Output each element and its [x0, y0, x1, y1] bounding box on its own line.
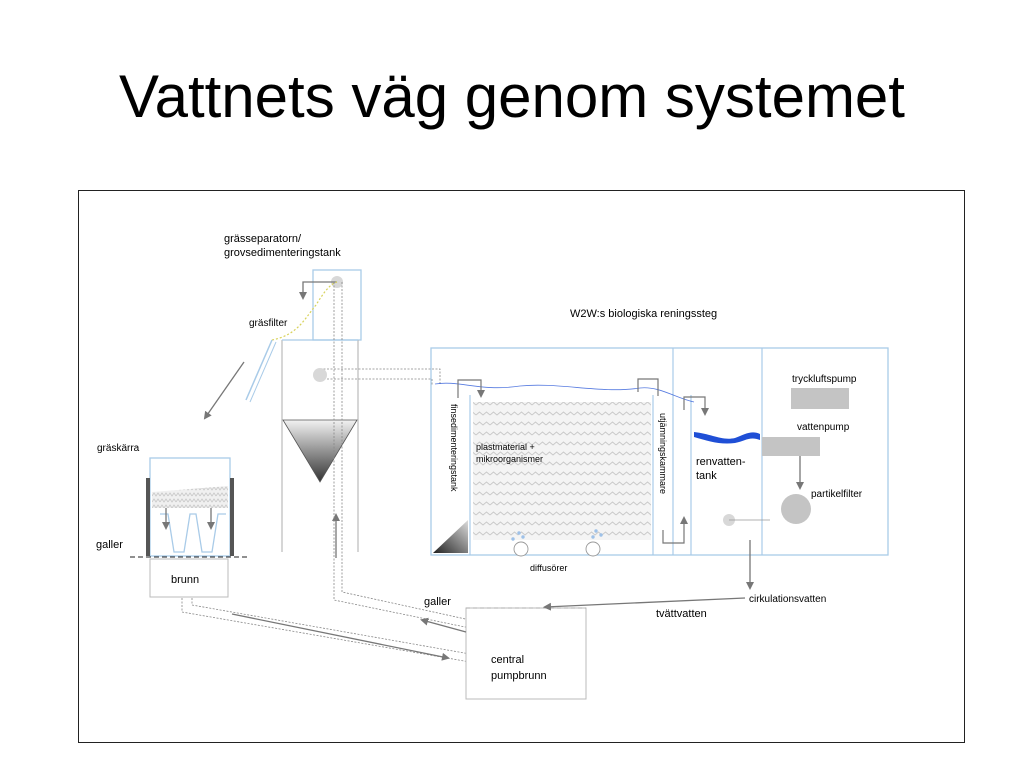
sediment-wedge [433, 520, 468, 553]
biological-treatment-unit [430, 347, 889, 557]
plastic-media [473, 402, 651, 540]
central-pump-well [231, 597, 746, 700]
particle-filter [781, 494, 811, 524]
label-graskarra: gräskärra [97, 443, 140, 454]
grass-separator-tank [271, 269, 362, 341]
label-grasseparatorn-2: grovsedimenteringstank [224, 247, 341, 259]
label-finsedimenteringstank: finsedimenteringstank [449, 404, 459, 492]
label-tvattvatten: tvättvatten [656, 608, 707, 620]
label-plastmaterial-2: mikroorganismer [476, 454, 543, 464]
label-plastmaterial-1: plastmaterial + [476, 442, 535, 452]
label-grasfilter: gräsfilter [249, 318, 288, 329]
label-w2w: W2W:s biologiska reningssteg [570, 308, 717, 320]
label-central-1: central [491, 654, 524, 666]
label-tryckluftspump: tryckluftspump [792, 374, 857, 385]
label-galler-center: galler [424, 596, 451, 608]
label-grasseparatorn-1: grässeparatorn/ [224, 233, 302, 245]
brunn-box [149, 558, 229, 598]
label-utjamningskammare: utjämningskammare [658, 413, 668, 494]
label-central-2: pumpbrunn [491, 670, 547, 682]
label-diffusorer: diffusörer [530, 563, 567, 573]
label-partikelfilter: partikelfilter [811, 489, 863, 500]
diagram-frame [78, 190, 965, 743]
grass-filter [203, 339, 277, 420]
water-pump [762, 437, 820, 456]
label-vattenpump: vattenpump [797, 422, 850, 433]
label-brunn: brunn [171, 574, 199, 586]
label-renvatten-1: renvatten- [696, 456, 746, 468]
cone-tank [281, 339, 359, 558]
label-renvatten-2: tank [696, 470, 717, 482]
label-cirkulationsvatten: cirkulationsvatten [749, 594, 826, 605]
slide-title: Vattnets väg genom systemet [119, 63, 905, 130]
grass-cart [130, 457, 250, 558]
label-galler-left: galler [96, 539, 123, 551]
compressor-pump [791, 388, 849, 409]
